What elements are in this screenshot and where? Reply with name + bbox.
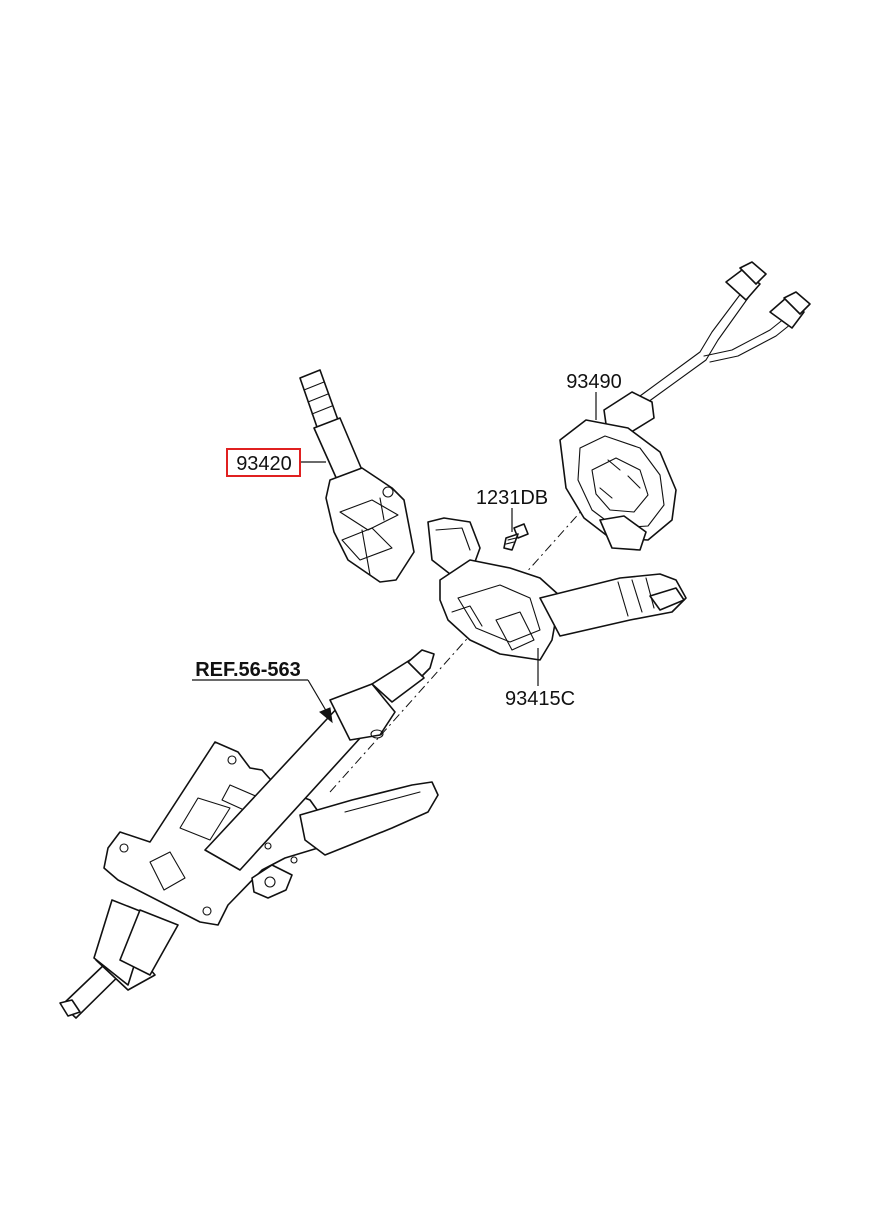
ref-arrow xyxy=(192,679,333,724)
label-93420[interactable]: 93420 xyxy=(236,453,292,475)
steering-column xyxy=(59,649,439,1019)
label-1231DB[interactable]: 1231DB xyxy=(476,487,548,509)
clock-spring xyxy=(559,261,811,551)
switch-body xyxy=(427,517,687,661)
label-ref-56-563[interactable]: REF.56-563 xyxy=(195,659,301,681)
highlight-box xyxy=(226,448,301,477)
label-93490[interactable]: 93490 xyxy=(566,371,622,393)
screw xyxy=(503,523,529,551)
label-93415C[interactable]: 93415C xyxy=(505,688,575,710)
multifunction-switch-lever xyxy=(299,369,415,583)
assembly-centerline xyxy=(329,489,601,793)
